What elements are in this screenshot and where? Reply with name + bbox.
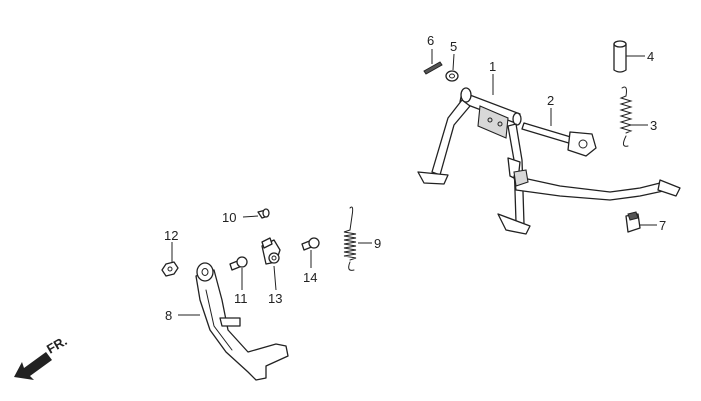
stand-shaft: [521, 122, 597, 157]
callout-6: 6: [427, 33, 434, 48]
leader-lines: [171, 49, 657, 316]
callout-12: 12: [164, 228, 178, 243]
front-direction-label: FR.: [44, 333, 70, 356]
callout-1: 1: [489, 59, 496, 74]
side-stand-spring: [343, 206, 357, 271]
callout-10: 10: [222, 210, 236, 225]
callout-5: 5: [450, 39, 457, 54]
side-stand: [195, 262, 289, 381]
pivot-bolt: [229, 256, 248, 271]
callout-labels: 1 2 3 4 5 6 7 8 9 10 11 12 13 14: [164, 33, 666, 323]
cotter-pin: [423, 61, 443, 75]
side-stand-switch: [261, 237, 281, 265]
callout-9: 9: [374, 236, 381, 251]
switch-bolt: [301, 237, 320, 251]
small-bolt: [257, 208, 270, 219]
callout-8: 8: [165, 308, 172, 323]
callout-14: 14: [303, 270, 317, 285]
callout-3: 3: [650, 118, 657, 133]
callout-11: 11: [234, 291, 248, 306]
callout-13: 13: [268, 291, 282, 306]
stopper-rubber: [625, 211, 641, 233]
callout-4: 4: [647, 49, 654, 64]
front-direction-indicator: FR.: [14, 333, 70, 380]
stand-spring: [619, 86, 633, 147]
front-arrow-icon: [14, 352, 52, 380]
callout-2: 2: [547, 93, 554, 108]
washer: [445, 70, 459, 82]
nut: [161, 261, 179, 277]
collar: [613, 40, 627, 73]
main-stand: [417, 87, 681, 235]
callout-7: 7: [659, 218, 666, 233]
